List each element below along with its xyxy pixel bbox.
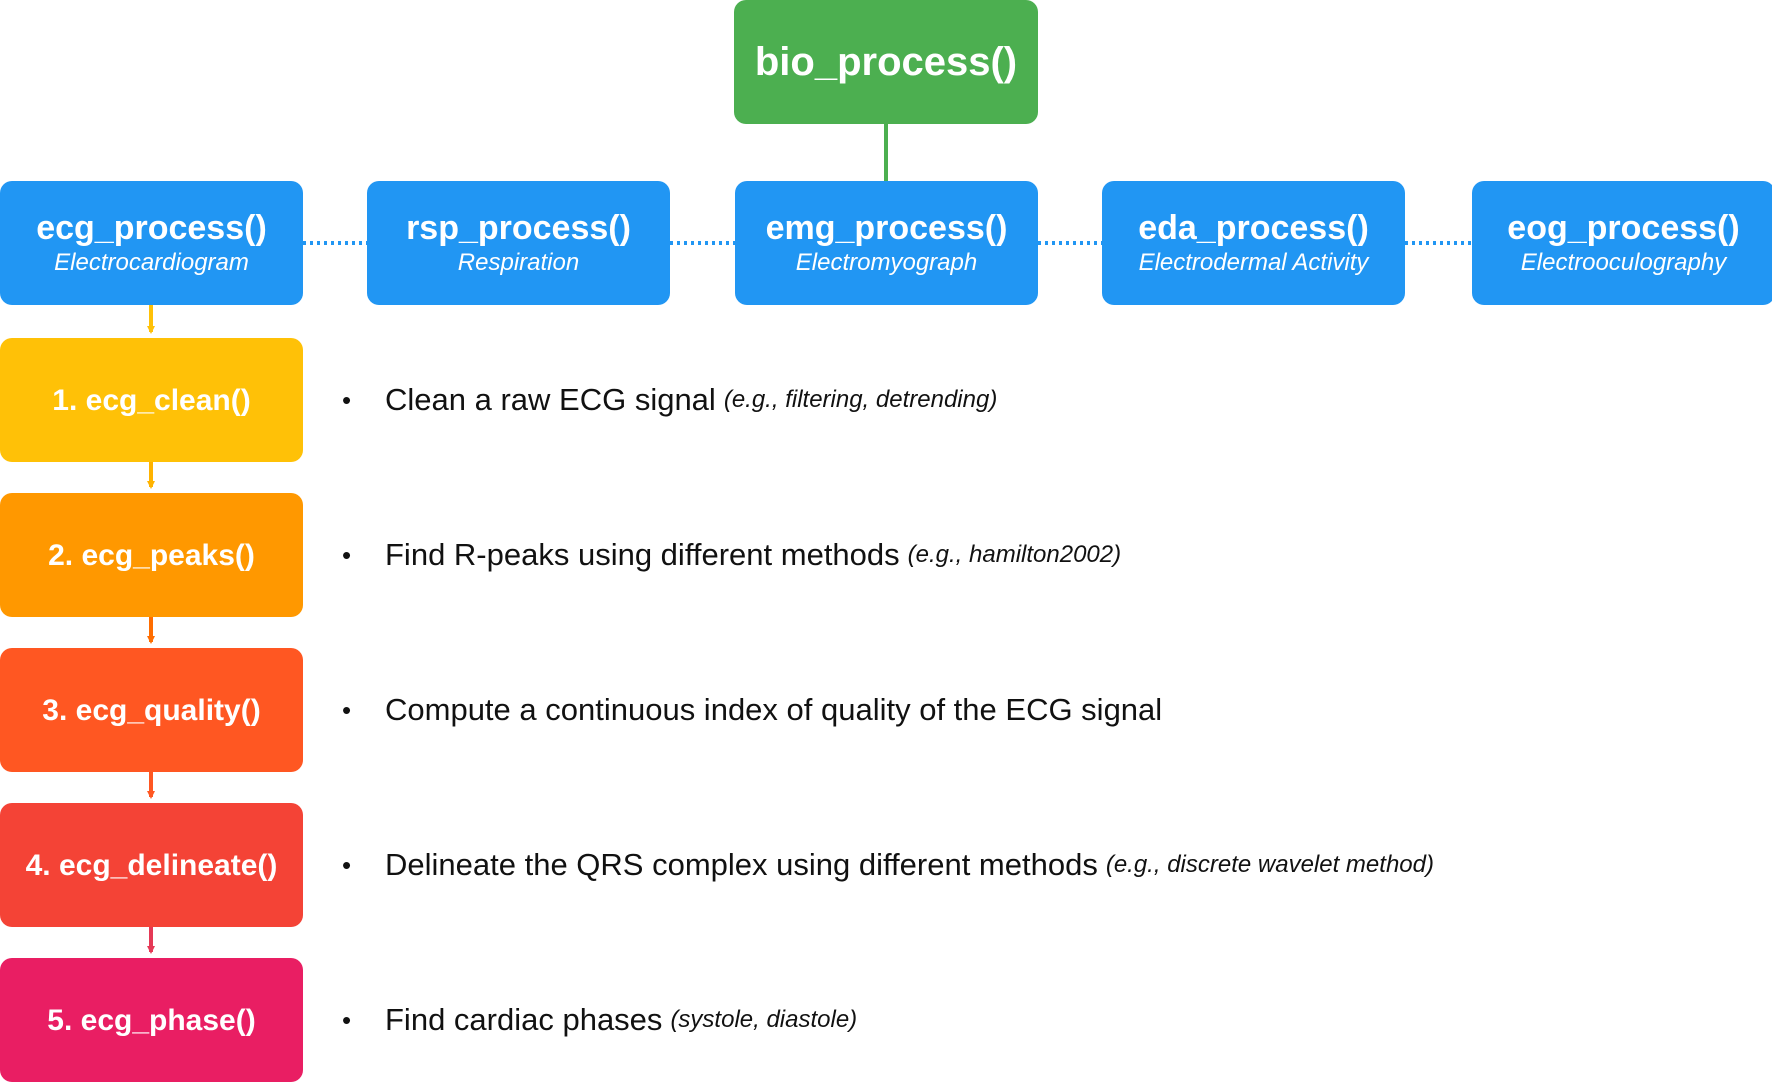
eog-process-title: eog_process() bbox=[1507, 209, 1740, 248]
ecg-clean-node: 1. ecg_clean() bbox=[0, 338, 303, 462]
ecg-peaks-label: 2. ecg_peaks() bbox=[48, 538, 255, 572]
ecg-clean-label: 1. ecg_clean() bbox=[52, 383, 251, 417]
emg-process-node: emg_process() Electromyograph bbox=[735, 181, 1038, 305]
bullet: • bbox=[342, 539, 352, 570]
description-text: Find cardiac phases bbox=[385, 1002, 663, 1037]
description-note: (systole, diastole) bbox=[670, 1006, 858, 1033]
rsp-process-title: rsp_process() bbox=[406, 209, 631, 248]
bullet: • bbox=[342, 694, 352, 725]
eog-process-node: eog_process() Electrooculography bbox=[1472, 181, 1772, 305]
ecg-peaks-description: • Find R-peaks using different methods (… bbox=[342, 535, 1121, 575]
eda-process-node: eda_process() Electrodermal Activity bbox=[1102, 181, 1405, 305]
ecg-clean-description: • Clean a raw ECG signal (e.g., filterin… bbox=[342, 380, 997, 420]
bio-process-title: bio_process() bbox=[754, 40, 1018, 84]
ecg-quality-node: 3. ecg_quality() bbox=[0, 648, 303, 772]
rsp-process-node: rsp_process() Respiration bbox=[367, 181, 670, 305]
ecg-peaks-node: 2. ecg_peaks() bbox=[0, 493, 303, 617]
ecg-quality-label: 3. ecg_quality() bbox=[42, 693, 261, 727]
ecg-process-title: ecg_process() bbox=[36, 209, 267, 248]
bullet: • bbox=[342, 849, 352, 880]
eda-process-title: eda_process() bbox=[1138, 209, 1369, 248]
description-text: Compute a continuous index of quality of… bbox=[385, 692, 1163, 727]
description-note: (e.g., filtering, detrending) bbox=[723, 386, 998, 413]
ecg-quality-description: • Compute a continuous index of quality … bbox=[342, 690, 1170, 730]
description-note: (e.g., discrete wavelet method) bbox=[1105, 851, 1434, 878]
ecg-delineate-label: 4. ecg_delineate() bbox=[25, 848, 278, 882]
eog-process-subtitle: Electrooculography bbox=[1520, 248, 1727, 276]
ecg-process-subtitle: Electrocardiogram bbox=[54, 248, 249, 276]
ecg-phase-label: 5. ecg_phase() bbox=[47, 1003, 256, 1037]
description-text: Clean a raw ECG signal bbox=[385, 382, 716, 417]
ecg-delineate-description: • Delineate the QRS complex using differ… bbox=[342, 845, 1434, 885]
emg-process-title: emg_process() bbox=[765, 209, 1008, 248]
bullet: • bbox=[342, 1004, 352, 1035]
description-text: Find R-peaks using different methods bbox=[385, 537, 900, 572]
rsp-process-subtitle: Respiration bbox=[457, 248, 580, 276]
description-text: Delineate the QRS complex using differen… bbox=[385, 847, 1098, 882]
emg-process-subtitle: Electromyograph bbox=[795, 248, 978, 276]
ecg-phase-description: • Find cardiac phases (systole, diastole… bbox=[342, 1000, 857, 1040]
ecg-delineate-node: 4. ecg_delineate() bbox=[0, 803, 303, 927]
description-note: (e.g., hamilton2002) bbox=[907, 541, 1122, 568]
eda-process-subtitle: Electrodermal Activity bbox=[1138, 248, 1369, 276]
bio-process-node: bio_process() bbox=[734, 0, 1038, 124]
bullet: • bbox=[342, 384, 352, 415]
ecg-process-node: ecg_process() Electrocardiogram bbox=[0, 181, 303, 305]
ecg-phase-node: 5. ecg_phase() bbox=[0, 958, 303, 1082]
